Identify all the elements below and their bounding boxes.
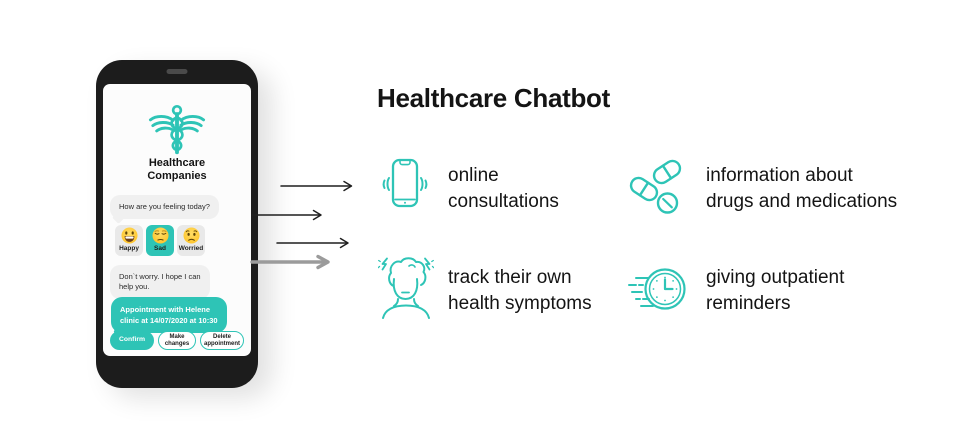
feature-line: online [448,165,499,186]
mood-option-happy[interactable]: Happy [115,225,143,256]
page-title: Healthcare Chatbot [377,83,610,113]
chat-bubble-question: How are you feeling today? [110,195,219,219]
mood-label: Worried [178,245,204,252]
feature-online-consultations: online consultations [448,163,559,215]
appointment-line-2: clinic at 14/07/2020 at 10:30 [120,316,218,325]
speeding-clock-icon [628,268,686,310]
feature-line: health symptoms [448,293,592,314]
chat-bubble-appointment: Appointment with Helene clinic at 14/07/… [111,297,227,333]
feature-line: drugs and medications [706,191,898,212]
phone-screen: Healthcare Companies How are you feeling… [103,84,251,356]
mood-option-worried[interactable]: Worried [177,225,205,256]
reassurance-line-2: help you. [119,282,150,291]
feature-line: giving outpatient [706,267,845,288]
mood-options: Happy Sad [115,225,205,256]
feature-drug-information: information about drugs and medications [706,163,897,215]
sad-emoji [152,227,168,244]
confirm-button[interactable]: Confirm [110,331,154,350]
appointment-actions: Confirm Make changes Delete appointment [110,331,244,350]
delete-appointment-button[interactable]: Delete appointment [200,331,244,350]
mood-option-sad[interactable]: Sad [146,225,174,256]
vibrating-phone-icon [382,158,428,208]
arrow-1 [280,180,353,192]
feature-line: information about [706,165,853,186]
brand-line-2: Companies [147,170,207,182]
chat-bubble-reassurance: Don`t worry. I hope I can help you. [110,265,210,299]
caduceus-icon [148,104,206,155]
mood-label: Sad [154,245,166,252]
brand-line-1: Healthcare [148,157,206,169]
patient-symptoms-icon [378,257,434,319]
phone-mockup: Healthcare Companies How are you feeling… [96,60,258,388]
question-text: How are you feeling today? [119,202,210,211]
pills-icon [629,159,682,214]
phone-speaker [166,69,188,74]
happy-emoji [121,227,137,244]
appointment-line-1: Appointment with Helene [120,305,210,314]
reassurance-line-1: Don`t worry. I hope I can [119,272,201,281]
feature-outpatient-reminders: giving outpatient reminders [706,265,844,317]
worried-emoji [183,227,199,244]
feature-line: consultations [448,191,559,212]
arrow-4 [250,254,330,270]
make-changes-button[interactable]: Make changes [158,331,196,350]
brand-name: Healthcare Companies [103,157,251,183]
arrow-2 [251,209,322,221]
feature-line: reminders [706,293,791,314]
arrow-3 [276,237,349,249]
feature-line: track their own [448,267,572,288]
feature-track-symptoms: track their own health symptoms [448,265,592,317]
mood-label: Happy [119,245,139,252]
